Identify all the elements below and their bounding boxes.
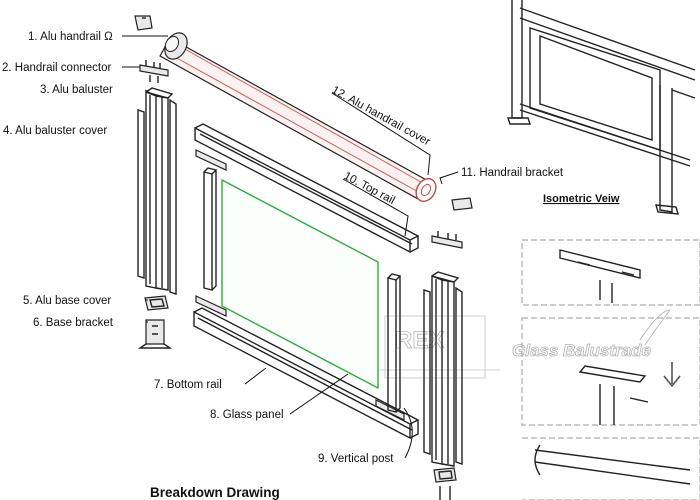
clip-piece	[195, 295, 227, 317]
label-alu-handrail: 1. Alu handrail Ω	[28, 31, 113, 43]
label-bottom-rail: 7. Bottom rail	[154, 379, 222, 391]
label-handrail-connector: 2. Handrail connector	[2, 62, 111, 74]
watermark: REX Glass Balustrade	[370, 309, 671, 379]
isometric-title: Isometric Veiw	[543, 193, 620, 205]
handrail-connector-part	[139, 60, 169, 83]
handrail-omega-part	[134, 15, 153, 31]
top-rail-part	[194, 123, 419, 254]
label-baluster-cover: 4. Alu baluster cover	[3, 125, 107, 137]
label-base-bracket: 6. Base bracket	[33, 317, 114, 329]
label-vertical-post: 9. Vertical post	[318, 453, 394, 465]
vertical-post-right-part	[387, 273, 402, 413]
label-alu-baluster: 3. Alu baluster	[40, 84, 113, 96]
leader-lines	[122, 35, 459, 459]
base-cover-left-part	[144, 295, 169, 311]
handrail-connector-right-part	[431, 231, 463, 249]
down-arrow-icon	[663, 362, 681, 388]
detail-panels	[521, 239, 700, 500]
base-bracket-right-part	[439, 486, 451, 500]
clip-piece	[195, 149, 227, 171]
vertical-post-inner-part	[203, 167, 218, 291]
handrail-bracket-part	[451, 197, 473, 211]
isometric-view	[507, 0, 696, 215]
diagram-title: Breakdown Drawing	[150, 485, 280, 500]
base-cover-right-part	[433, 467, 457, 483]
label-handrail-bracket: 11. Handrail bracket	[461, 167, 564, 179]
base-bracket-left-part	[137, 319, 173, 349]
baluster-left-part	[137, 87, 177, 295]
label-glass-panel: 8. Glass panel	[210, 409, 284, 421]
watermark-logo: REX	[395, 327, 444, 354]
label-base-cover: 5. Alu base cover	[23, 295, 111, 307]
baluster-right-part	[423, 271, 463, 467]
glass-panel-part	[221, 178, 379, 390]
watermark-text: Glass Balustrade	[512, 341, 651, 360]
handrail-cover-part	[159, 32, 437, 203]
